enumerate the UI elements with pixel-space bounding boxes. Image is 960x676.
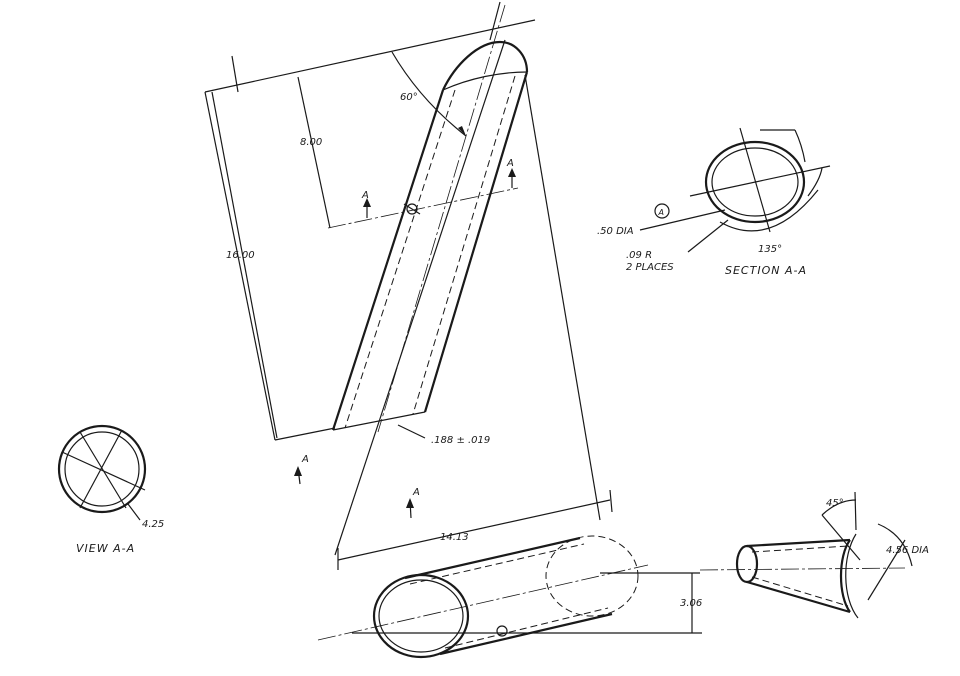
- angle-135-arc: [719, 189, 819, 232]
- angle-60-label: 60°: [400, 92, 418, 103]
- angle-45-label: 45°: [826, 498, 844, 509]
- radius-note-line1: .09 R: [626, 250, 652, 261]
- lower-tube: 14.13 3.06: [317, 489, 702, 659]
- tube-top-ellipse-lower: [442, 71, 528, 91]
- projection-line-left: [334, 39, 506, 556]
- tube-outer-left: [331, 89, 445, 431]
- dim-8-label: 8.00: [300, 137, 322, 148]
- tube-centerline: [377, 4, 506, 433]
- marker-a-mid-letter: A: [412, 487, 420, 498]
- section-arrowhead-left: [363, 198, 371, 207]
- short-tube-bottom: [746, 580, 851, 614]
- dim-8-line: [297, 76, 331, 229]
- section-letter-right: A: [506, 158, 514, 169]
- radius-leader: [687, 219, 729, 253]
- dim-14-line: [337, 499, 611, 561]
- section-center-h: [689, 165, 831, 197]
- dim-3-label: 3.06: [680, 598, 702, 609]
- section-break-curve-2: [807, 167, 823, 197]
- view-aa-line-3: [79, 429, 123, 509]
- lower-tube-centerline: [317, 564, 649, 641]
- view-aa-title: VIEW A-A: [76, 542, 135, 555]
- angle-45-arc: [821, 499, 857, 516]
- lower-tube-left-end: [372, 573, 470, 659]
- dia-456-arc: [877, 523, 913, 567]
- short-tube-centerline: [699, 567, 906, 571]
- view-aa-inner-circle: [64, 431, 140, 507]
- dia-456-label: 4.56 DIA: [886, 545, 929, 556]
- lower-tube-left-end-inner: [378, 579, 464, 653]
- angle-135-label: 135°: [758, 244, 782, 255]
- top-reference-line: [204, 19, 536, 93]
- dia-456-leader: [867, 539, 906, 601]
- angle-45-leader: [821, 514, 861, 561]
- lower-tube-inner-bottom: [444, 607, 609, 649]
- section-outer-ellipse: [704, 140, 806, 224]
- radius-note-line2: 2 PLACES: [626, 262, 674, 273]
- dim-16-label: 16.00: [226, 250, 255, 261]
- angle-45-ext: [854, 491, 857, 531]
- section-arrowhead-right: [508, 168, 516, 177]
- projection-line-right: [524, 74, 601, 521]
- dim-16-extension-top: [204, 91, 276, 441]
- short-tube-inner-top: [751, 545, 849, 553]
- top-vertex-tick: [489, 1, 501, 41]
- tube-hole-mark: [403, 203, 421, 215]
- lower-tube-top-edge: [404, 536, 581, 580]
- marker-a-mid-head: [406, 498, 414, 508]
- angle-60-arrow: [458, 126, 466, 136]
- view-a-a: 4.25 VIEW A-A: [57, 424, 164, 555]
- lower-section-markers: A A: [294, 454, 420, 519]
- lower-tube-bottom-edge: [439, 612, 613, 656]
- short-tube-inner-bottom: [751, 576, 849, 607]
- lower-tube-hole: [496, 625, 508, 637]
- lower-tube-right-end: [545, 535, 639, 617]
- marker-a-left-head: [294, 466, 302, 476]
- short-tube-cut-outer: [845, 533, 859, 619]
- main-dimensions: 16.00 8.00 60° A A .188 ± .019: [204, 1, 601, 556]
- dim-16-extension-bottom: [274, 427, 336, 441]
- dim-16-line: [211, 91, 278, 439]
- angle-60-arc: [391, 51, 467, 137]
- hole-dia-label: .50 DIA: [597, 226, 634, 237]
- tube-inner-right: [412, 75, 516, 415]
- view-aa-line-2: [79, 431, 127, 509]
- wall-thickness-label: .188 ± .019: [431, 435, 490, 446]
- section-title: SECTION A-A: [725, 264, 807, 277]
- hole-dia-leader: [639, 209, 726, 231]
- tube-top-ellipse: [442, 40, 529, 91]
- section-break-curve: [794, 129, 806, 163]
- dim-14-tick-right: [609, 489, 613, 513]
- view-aa-dia-label: 4.25: [142, 519, 164, 530]
- view-aa-outer-circle: [57, 424, 147, 514]
- section-letter-left: A: [361, 190, 369, 201]
- lower-tube-inner-top: [409, 543, 585, 585]
- section-a-a: 135° .50 DIA A .09 R 2 PLACES SECTION A-…: [597, 127, 831, 277]
- wall-leader: [397, 424, 426, 439]
- short-tube-top: [746, 538, 851, 548]
- right-short-tube: 45° 4.56 DIA: [699, 491, 929, 619]
- tube-outer-right: [423, 71, 529, 413]
- dim-14-label: 14.13: [440, 532, 469, 543]
- note-marker-circle: [654, 203, 670, 219]
- inclined-tube: [331, 4, 529, 433]
- section-cut-line: [327, 187, 519, 229]
- marker-a-left-letter: A: [301, 454, 309, 465]
- dim-16-tick-top: [231, 55, 239, 93]
- section-center-v: [739, 127, 771, 233]
- section-inner-ellipse: [711, 147, 799, 217]
- tube-inner-left: [344, 89, 456, 429]
- view-aa-leader: [127, 503, 141, 521]
- note-marker-letter: A: [658, 208, 664, 217]
